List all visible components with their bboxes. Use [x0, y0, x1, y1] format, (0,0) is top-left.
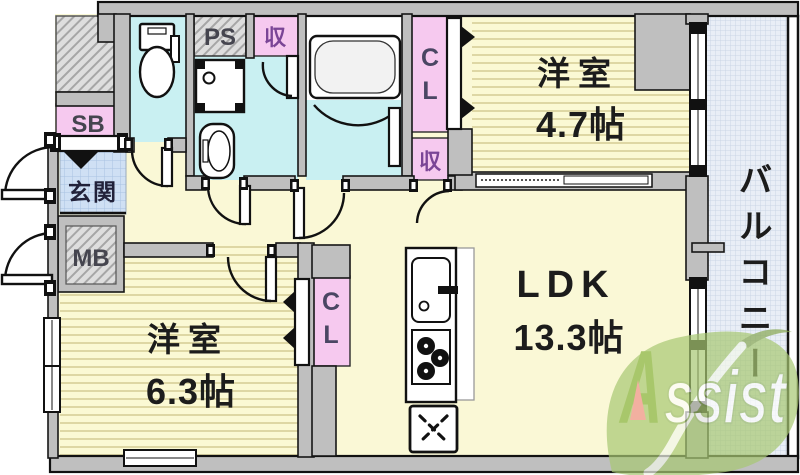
shoe-box-label: SB — [71, 111, 104, 138]
logo-rest: ssist — [664, 355, 788, 440]
bedroom1-size: 4.7帖 — [536, 104, 626, 145]
meter-box — [65, 225, 117, 285]
exterior-door-entrance — [0, 132, 56, 204]
bathroom-door — [313, 104, 402, 168]
window-bedroom1-balcony — [689, 22, 707, 177]
pipe-space-label: PS — [204, 24, 236, 51]
closet-bedroom1-box — [409, 15, 451, 133]
ldk-size: 13.3帖 — [513, 317, 624, 358]
logo-leaf-tip — [740, 329, 792, 348]
window-bedroom2-bottom — [123, 449, 197, 467]
window-bedroom2-left — [43, 317, 61, 413]
logo-initial: A — [618, 330, 662, 446]
wash-basin-icon — [198, 122, 236, 180]
kitchen-counter — [404, 246, 475, 404]
closet-bedroom2-label: CL — [317, 288, 345, 354]
door-posts — [124, 138, 452, 257]
logo-leaf — [606, 331, 799, 475]
stove-icon — [411, 329, 451, 385]
logo-leaf-vein — [643, 341, 747, 475]
balcony-partition — [691, 242, 725, 253]
entrance-label: 玄関 — [68, 179, 118, 205]
entrance-tile — [59, 149, 127, 215]
bedroom1-name: 洋室 — [537, 55, 619, 92]
closet-bedroom1-label: CL — [416, 44, 444, 110]
bedroom2-name: 洋室 — [147, 321, 229, 358]
washing-machine-icon — [194, 58, 246, 114]
assist-logo-watermark: A ssist — [606, 329, 799, 475]
ldk-name: LDK — [516, 264, 615, 306]
storage-upper-door — [261, 54, 300, 100]
bathtub-icon — [308, 34, 402, 100]
storage-upper-label: 収 — [264, 25, 287, 50]
bedroom2-size: 6.3帖 — [146, 371, 236, 412]
wall-top — [96, 0, 800, 18]
storage-hall-label: 収 — [419, 149, 442, 174]
kitchen-sink-icon — [411, 257, 458, 323]
logo-accent-triangle — [630, 380, 646, 420]
sliding-door-bedroom1 — [475, 173, 653, 188]
entrance-door-marker — [64, 152, 98, 169]
structural-notch — [634, 13, 691, 91]
closet-bedroom1-folding-door — [445, 16, 475, 131]
toilet-icon — [138, 22, 180, 99]
meter-box-label: MB — [72, 245, 109, 272]
exterior-door-meterbox — [0, 224, 56, 296]
refrigerator-space-icon — [408, 404, 459, 454]
closet-bedroom2-folding-door — [283, 277, 311, 367]
